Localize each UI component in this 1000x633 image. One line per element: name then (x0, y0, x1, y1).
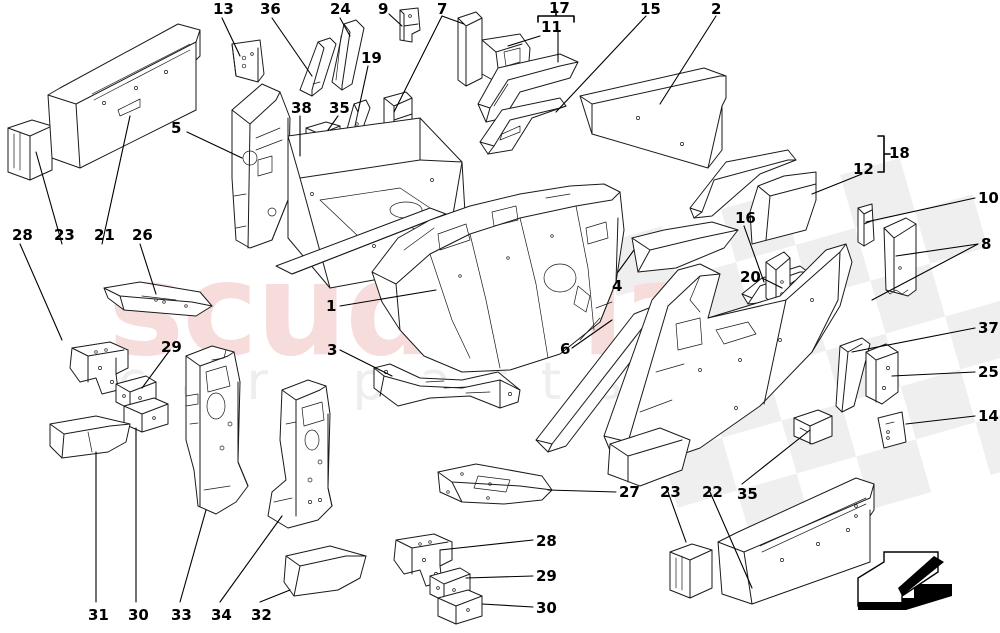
callout-30-bottom[interactable]: 30 (536, 599, 557, 617)
callout-13[interactable]: 13 (213, 0, 234, 18)
callout-26[interactable]: 26 (132, 226, 153, 244)
direction-of-travel-arrow (857, 551, 952, 610)
callout-14[interactable]: 14 (978, 407, 999, 425)
part-2-outer-sill-beam (579, 67, 727, 169)
part-28-mount-bracket-right (393, 533, 453, 587)
bracket-group-18 (877, 135, 891, 173)
part-1-centre-tunnel-assembly (371, 183, 625, 373)
part-23-end-cap-right (669, 543, 713, 599)
callout-34[interactable]: 34 (211, 606, 232, 624)
callout-35-upper[interactable]: 35 (329, 99, 350, 117)
callout-30-left[interactable]: 30 (128, 606, 149, 624)
leader-lines (19, 13, 979, 608)
callout-25[interactable]: 25 (978, 363, 999, 381)
callout-38[interactable]: 38 (291, 99, 312, 117)
callout-33[interactable]: 33 (171, 606, 192, 624)
part-32-shield-panel (283, 545, 367, 597)
callout-29-bottom[interactable]: 29 (536, 567, 557, 585)
callout-18[interactable]: 18 (889, 144, 910, 162)
callout-22[interactable]: 22 (702, 483, 723, 501)
part-28-mount-bracket-left (69, 341, 129, 395)
callout-3[interactable]: 3 (327, 341, 338, 359)
callout-11[interactable]: 11 (541, 18, 562, 36)
callout-23-right[interactable]: 23 (660, 483, 681, 501)
part-21-side-sill-beam-left (47, 23, 201, 169)
callout-17[interactable]: 17 (549, 0, 570, 17)
part-14-small-plate (877, 411, 907, 449)
callout-29-left[interactable]: 29 (161, 338, 182, 356)
callout-28-bottom[interactable]: 28 (536, 532, 557, 550)
callout-21[interactable]: 21 (94, 226, 115, 244)
part-25-reinforcement-plate (865, 343, 899, 405)
callout-10[interactable]: 10 (978, 189, 999, 207)
callout-7[interactable]: 7 (437, 0, 448, 18)
callout-31[interactable]: 31 (88, 606, 109, 624)
part-12-closing-panel (749, 171, 817, 245)
part-10-bracket (857, 203, 875, 247)
part-3-crossmember (373, 363, 521, 409)
callout-8[interactable]: 8 (981, 235, 992, 253)
callout-27[interactable]: 27 (619, 483, 640, 501)
callout-9[interactable]: 9 (378, 0, 389, 18)
part-17-sill-assembly (477, 53, 579, 123)
callout-12[interactable]: 12 (853, 160, 874, 178)
callout-36[interactable]: 36 (260, 0, 281, 18)
part-13-bracket-plate (231, 39, 265, 83)
callout-4[interactable]: 4 (612, 277, 623, 295)
callout-5[interactable]: 5 (171, 119, 182, 137)
part-right-floor-assembly (603, 243, 853, 487)
part-24-pillar-panel (331, 19, 365, 91)
part-9-small-bracket (399, 7, 421, 43)
part-31-shield-panel (49, 415, 131, 459)
part-35-cup-bracket-lower (793, 409, 833, 445)
part-33-b-pillar-inner-left (185, 345, 249, 515)
callout-23-left[interactable]: 23 (54, 226, 75, 244)
callout-32[interactable]: 32 (251, 606, 272, 624)
part-26-floor-stiffener (103, 281, 213, 317)
bracket-group-17 (537, 9, 575, 23)
callout-20[interactable]: 20 (740, 268, 761, 286)
part-36-pillar-trim (299, 37, 337, 97)
part-15-sill-cover (479, 97, 567, 155)
callout-28-left[interactable]: 28 (12, 226, 33, 244)
part-4-tunnel-cover (631, 221, 739, 273)
callout-16[interactable]: 16 (735, 209, 756, 227)
part-18-assembly (689, 149, 797, 219)
part-22-side-sill-beam-right (717, 477, 875, 605)
callout-2[interactable]: 2 (711, 0, 722, 18)
callout-1[interactable]: 1 (326, 297, 337, 315)
callout-19[interactable]: 19 (361, 49, 382, 67)
part-34-b-pillar-inner-right (267, 379, 333, 529)
callout-15[interactable]: 15 (640, 0, 661, 18)
part-23-end-cap-left (7, 119, 53, 181)
part-30-spacer-block-bottom (437, 589, 483, 625)
part-27-heat-shield (437, 463, 553, 505)
part-37-trim-strip (835, 337, 871, 413)
part-8-reinforcement-pair (883, 217, 917, 297)
callout-35-lower[interactable]: 35 (737, 485, 758, 503)
callout-24[interactable]: 24 (330, 0, 351, 18)
callout-37[interactable]: 37 (978, 319, 999, 337)
callout-6[interactable]: 6 (560, 340, 571, 358)
